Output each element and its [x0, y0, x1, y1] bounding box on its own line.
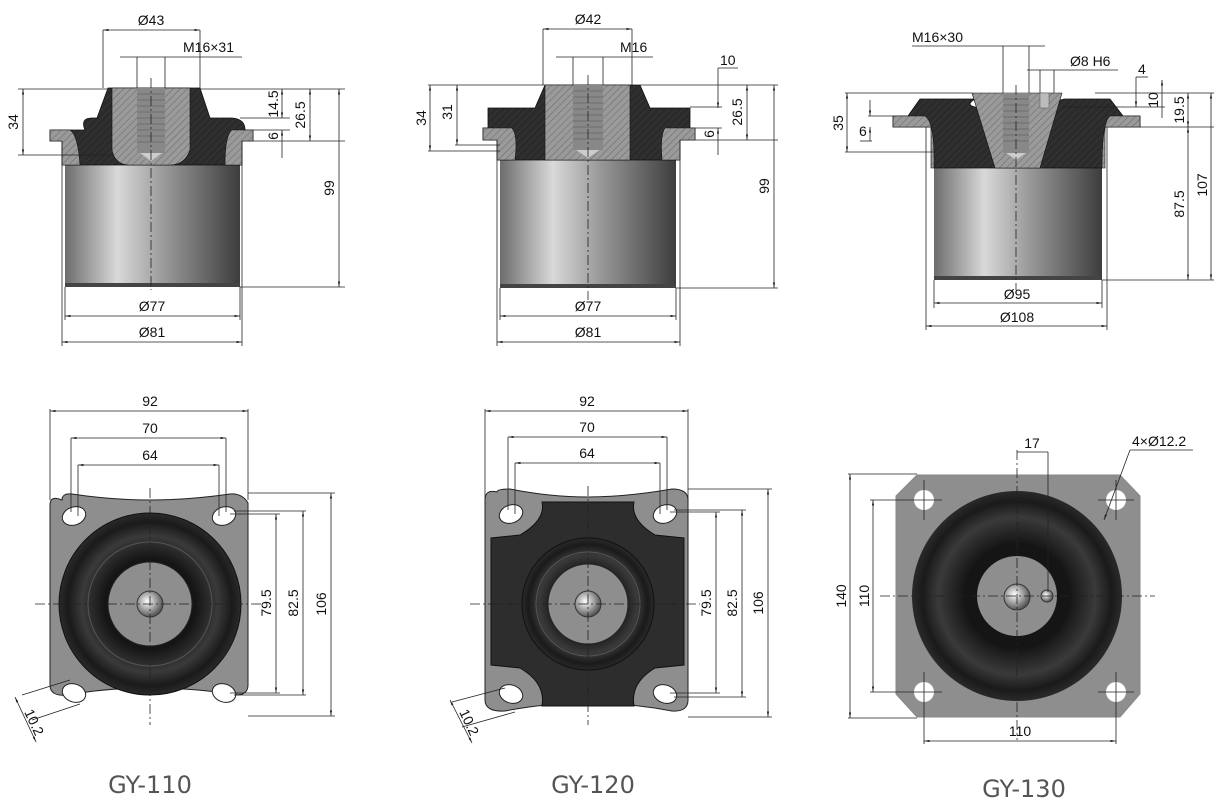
gy130-flange-diameter: Ø108 [1000, 309, 1034, 325]
gy130-thread: M16×30 [912, 29, 963, 45]
gy130-pin-hole: Ø8 H6 [1070, 53, 1111, 69]
gy120-flange-diameter: Ø81 [575, 324, 602, 340]
gy110-thread: M16×31 [183, 39, 234, 55]
gy110-slot-outer: 82.5 [285, 589, 301, 616]
gy130-plan-view: 17 4×Ø12.2 140 110 110 [833, 433, 1193, 744]
gy120-step-height: 10 [720, 52, 736, 68]
gy110-body-diameter: Ø77 [139, 298, 166, 314]
gy110-total-height: 99 [321, 180, 337, 196]
gy120-hole-outer: 70 [579, 419, 595, 435]
gy120-mid-height: 26.5 [729, 98, 745, 125]
gy110-cylinder-body [65, 165, 240, 287]
gy130-small-height: 4 [1138, 61, 1146, 77]
gy120-slot-inner: 79.5 [698, 589, 714, 616]
gy110-top-diameter: Ø43 [138, 12, 165, 28]
model-label-gy130: GY-130 [982, 775, 1066, 803]
gy130-plan-length: 140 [833, 584, 849, 608]
gy110-hole-inner: 64 [142, 447, 158, 463]
gy130-body-diameter: Ø95 [1004, 286, 1031, 302]
gy110-plan-view: 92 70 64 79.5 82.5 106 10.2 [14, 393, 335, 743]
gy110-slot-inner: 79.5 [258, 589, 274, 616]
gy130-height-19-5: 19.5 [1171, 96, 1187, 123]
gy130-cylinder-body [934, 168, 1102, 280]
gy120-hole-inner: 64 [579, 445, 595, 461]
model-label-gy110: GY-110 [108, 771, 192, 799]
gy130-hole-pitch-horizontal: 110 [1009, 723, 1032, 739]
gy130-flange-thickness: 6 [859, 123, 867, 139]
gy110-slot-width: 10.2 [21, 707, 47, 739]
gy130-height-10: 10 [1145, 92, 1161, 108]
gy110-section-view: Ø43 M16×31 34 14.5 6 26.5 99 Ø77 Ø81 [5, 12, 345, 346]
gy110-flange-diameter: Ø81 [139, 324, 166, 340]
gy120-top-diameter: Ø42 [575, 11, 602, 27]
gy120-plan-length: 106 [750, 591, 766, 615]
gy130-total-height: 107 [1194, 173, 1210, 197]
gy120-total-height: 99 [756, 178, 772, 194]
gy130-hole-spec: 4×Ø12.2 [1132, 433, 1186, 449]
gy120-plan-width: 92 [579, 393, 595, 409]
gy130-hole-pitch-vertical: 110 [856, 585, 872, 608]
model-label-gy120: GY-120 [551, 771, 635, 799]
gy110-plan-width: 92 [142, 393, 158, 409]
gy130-section-view: M16×30 Ø8 H6 4 10 19.5 35 6 87.5 107 Ø95… [830, 29, 1214, 330]
gy110-flange-thickness: 6 [265, 132, 281, 140]
gy120-slot-outer: 82.5 [724, 589, 740, 616]
gy130-body-height: 87.5 [1171, 190, 1187, 217]
gy120-slot-width: 10.2 [456, 707, 482, 739]
gy130-pin-offset: 17 [1024, 435, 1040, 451]
gy130-flange-height: 35 [830, 115, 846, 131]
gy120-body-diameter: Ø77 [575, 298, 602, 314]
gy110-hole-outer: 70 [142, 420, 158, 436]
gy120-section-view: Ø42 M16 10 34 31 6 26.5 99 Ø77 Ø81 [413, 11, 778, 346]
gy120-flange-thickness: 6 [701, 130, 717, 138]
gy110-top-height: 14.5 [265, 90, 281, 117]
gy120-plan-view: 92 70 64 79.5 82.5 106 10.2 [449, 393, 772, 744]
gy110-flange-height: 34 [5, 114, 21, 130]
gy120-thread: M16 [620, 39, 647, 55]
gy110-plan-length: 106 [313, 592, 329, 616]
gy120-inner-height: 31 [439, 104, 455, 120]
gy110-mid-height: 26.5 [292, 101, 308, 128]
gy120-flange-height: 34 [413, 110, 429, 126]
